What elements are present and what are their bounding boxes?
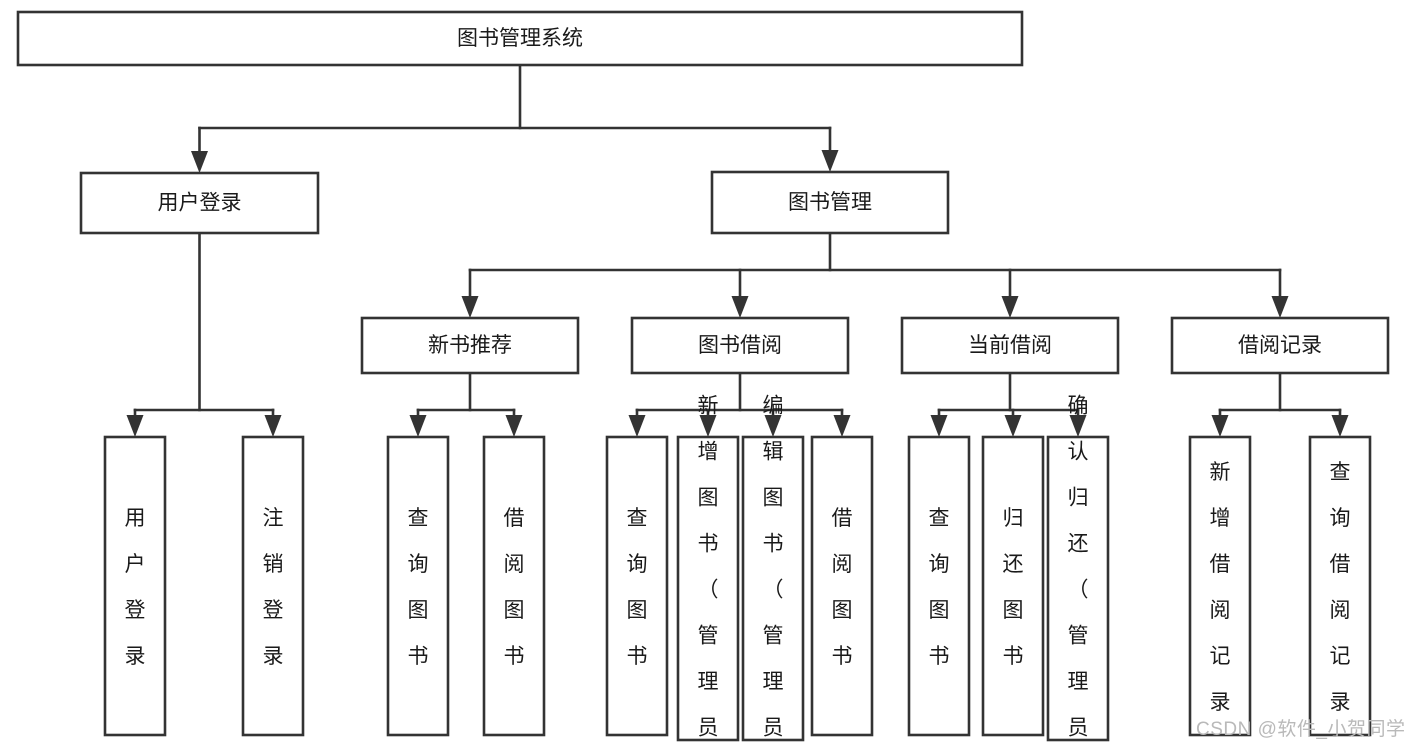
leaf-查询图书-8[interactable]: 查询图书 — [907, 435, 971, 737]
leaf-借阅图书-7-label: 借阅图书 — [832, 507, 853, 668]
root-node-图书管理系统[interactable]: 图书管理系统 — [16, 10, 1024, 67]
arrow-head-icon — [461, 296, 479, 318]
arrow-head-icon — [1271, 296, 1289, 318]
node-图书管理-label: 图书管理 — [788, 191, 872, 214]
arrow-head-icon — [1331, 415, 1349, 437]
leaf-归还图书-9[interactable]: 归还图书 — [981, 435, 1045, 737]
leaf-查询图书-4-box[interactable] — [605, 435, 669, 737]
leaf-查询借阅记录-12-box[interactable] — [1308, 435, 1372, 737]
node-图书借阅[interactable]: 图书借阅 — [630, 316, 850, 375]
node-layer: 图书管理系统用户登录图书管理新书推荐图书借阅当前借阅借阅记录用户登录注销登录查询… — [16, 10, 1390, 747]
leaf-确认归还管理员-10-label: 确认归还（管理员） — [1068, 395, 1089, 747]
leaf-借阅图书-7[interactable]: 借阅图书 — [810, 435, 874, 737]
leaf-新增图书管理员-5-box[interactable] — [676, 435, 740, 742]
root-node-图书管理系统-label: 图书管理系统 — [457, 27, 583, 50]
leaf-确认归还管理员-10-box[interactable] — [1046, 435, 1110, 742]
leaf-新增借阅记录-11-box[interactable] — [1188, 435, 1252, 737]
leaf-编辑图书管理员-6-label: 编辑图书（管理员） — [763, 395, 784, 747]
leaf-注销登录-1[interactable]: 注销登录 — [241, 435, 305, 737]
arrow-head-icon — [1211, 415, 1229, 437]
node-借阅记录-box[interactable] — [1170, 316, 1390, 375]
leaf-查询借阅记录-12[interactable]: 查询借阅记录 — [1308, 435, 1372, 737]
leaf-新增借阅记录-11-label: 新增借阅记录 — [1210, 461, 1231, 714]
node-新书推荐-label: 新书推荐 — [428, 334, 512, 357]
root-node-图书管理系统-box[interactable] — [16, 10, 1024, 67]
node-当前借阅[interactable]: 当前借阅 — [900, 316, 1120, 375]
arrow-head-icon — [731, 296, 749, 318]
node-借阅记录[interactable]: 借阅记录 — [1170, 316, 1390, 375]
arrow-head-icon — [628, 415, 646, 437]
leaf-查询图书-2-box[interactable] — [386, 435, 450, 737]
arrow-head-icon — [833, 415, 851, 437]
node-借阅记录-label: 借阅记录 — [1238, 334, 1322, 357]
leaf-查询图书-4[interactable]: 查询图书 — [605, 435, 669, 737]
node-图书借阅-box[interactable] — [630, 316, 850, 375]
arrow-head-icon — [409, 415, 427, 437]
arrow-head-icon — [764, 415, 782, 437]
arrow-head-icon — [505, 415, 523, 437]
arrow-head-icon — [126, 415, 144, 437]
arrow-head-icon — [699, 415, 717, 437]
leaf-借阅图书-3-box[interactable] — [482, 435, 546, 737]
arrow-head-icon — [1004, 415, 1022, 437]
node-当前借阅-label: 当前借阅 — [968, 334, 1052, 357]
leaf-查询图书-8-label: 查询图书 — [929, 507, 950, 668]
leaf-查询图书-2[interactable]: 查询图书 — [386, 435, 450, 737]
arrow-head-icon — [264, 415, 282, 437]
node-用户登录-box[interactable] — [79, 171, 320, 235]
node-当前借阅-box[interactable] — [900, 316, 1120, 375]
leaf-确认归还管理员-10[interactable]: 确认归还（管理员） — [1046, 395, 1110, 747]
node-用户登录[interactable]: 用户登录 — [79, 171, 320, 235]
arrow-head-icon — [930, 415, 948, 437]
leaf-编辑图书管理员-6[interactable]: 编辑图书（管理员） — [741, 395, 805, 747]
leaf-借阅图书-3[interactable]: 借阅图书 — [482, 435, 546, 737]
leaf-借阅图书-7-box[interactable] — [810, 435, 874, 737]
node-新书推荐[interactable]: 新书推荐 — [360, 316, 580, 375]
arrow-head-icon — [191, 151, 208, 173]
leaf-用户登录-0-box[interactable] — [103, 435, 167, 737]
leaf-查询借阅记录-12-label: 查询借阅记录 — [1330, 461, 1351, 714]
leaf-查询图书-2-label: 查询图书 — [408, 507, 429, 668]
leaf-新增图书管理员-5-label: 新增图书（管理员） — [698, 395, 719, 747]
leaf-借阅图书-3-label: 借阅图书 — [504, 507, 525, 668]
leaf-新增图书管理员-5[interactable]: 新增图书（管理员） — [676, 395, 740, 747]
leaf-编辑图书管理员-6-box[interactable] — [741, 435, 805, 742]
arrow-head-icon — [1001, 296, 1019, 318]
node-图书管理-box[interactable] — [710, 170, 950, 235]
leaf-注销登录-1-label: 注销登录 — [263, 507, 284, 668]
node-用户登录-label: 用户登录 — [158, 192, 242, 215]
connector-layer — [126, 63, 1349, 437]
node-新书推荐-box[interactable] — [360, 316, 580, 375]
leaf-用户登录-0-label: 用户登录 — [125, 507, 146, 668]
leaf-查询图书-8-box[interactable] — [907, 435, 971, 737]
node-图书管理[interactable]: 图书管理 — [710, 170, 950, 235]
arrow-head-icon — [1069, 415, 1087, 437]
arrow-head-icon — [821, 150, 839, 172]
leaf-注销登录-1-box[interactable] — [241, 435, 305, 737]
leaf-用户登录-0[interactable]: 用户登录 — [103, 435, 167, 737]
leaf-归还图书-9-box[interactable] — [981, 435, 1045, 737]
node-图书借阅-label: 图书借阅 — [698, 334, 782, 357]
leaf-新增借阅记录-11[interactable]: 新增借阅记录 — [1188, 435, 1252, 737]
leaf-归还图书-9-label: 归还图书 — [1003, 507, 1024, 668]
leaf-查询图书-4-label: 查询图书 — [627, 507, 648, 668]
